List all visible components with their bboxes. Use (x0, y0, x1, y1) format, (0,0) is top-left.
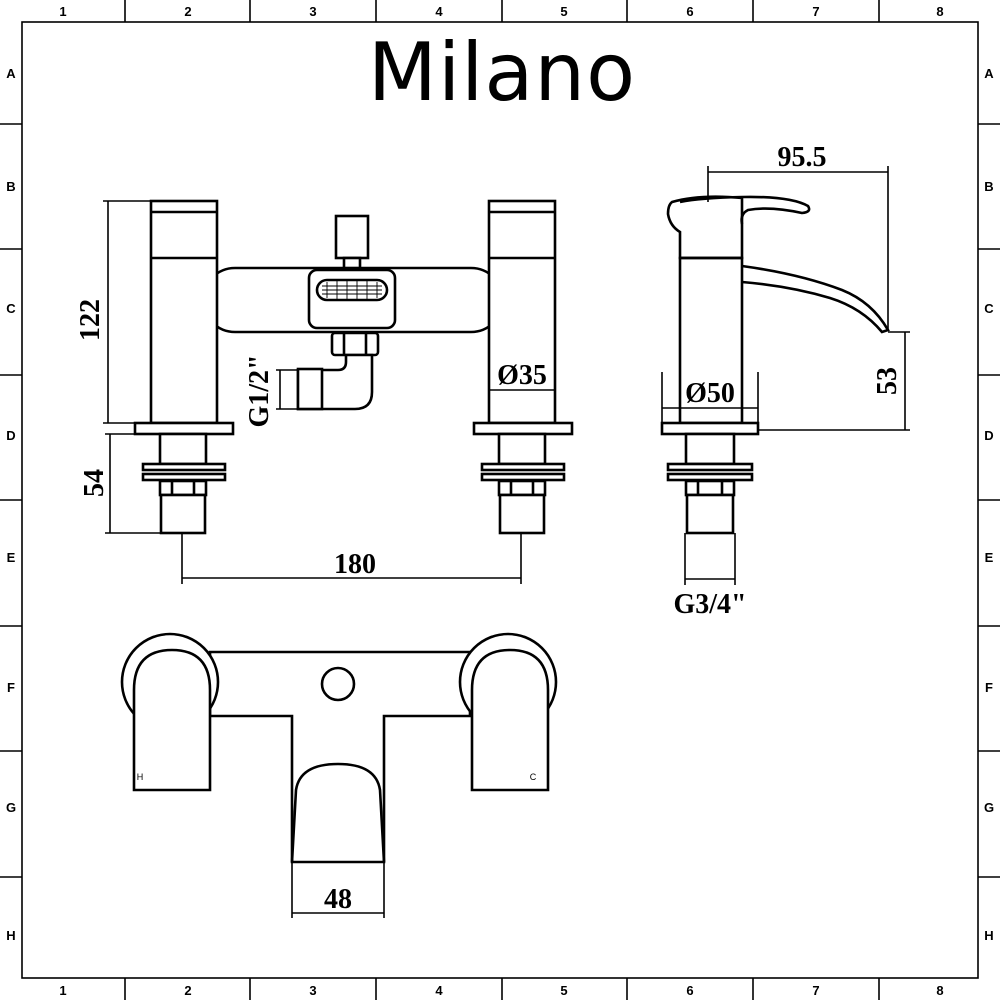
row-label-c-right: C (984, 301, 994, 316)
row-labels-left: A B C D E F G H (6, 66, 16, 943)
row-label-b-right: B (984, 179, 993, 194)
front-elevation-view (133, 199, 574, 535)
col-label-2-bottom: 2 (184, 983, 191, 998)
dim-inlet-thread: G1/2" (244, 354, 275, 427)
side-elevation-view (660, 195, 890, 535)
col-label-3-bottom: 3 (309, 983, 316, 998)
dim-spout-width: 48 (324, 884, 352, 915)
col-label-8-bottom: 8 (936, 983, 943, 998)
dim-base-diameter: Ø50 (685, 378, 735, 409)
front-dimensions: 122 54 180 G1/2" Ø35 (75, 200, 555, 584)
side-handle (666, 195, 744, 260)
row-label-h-right: H (984, 928, 993, 943)
side-tail (685, 493, 735, 535)
right-pillar (487, 199, 557, 425)
row-label-a-right: A (984, 66, 994, 81)
row-label-d-right: D (984, 428, 993, 443)
left-tail (159, 493, 207, 535)
row-labels-right: A B C D E F G H (984, 66, 994, 943)
row-label-g-right: G (984, 800, 994, 815)
row-label-b: B (6, 179, 15, 194)
cold-mark: C (530, 772, 537, 782)
plan-hot-handle (132, 648, 212, 792)
dim-overall-height: 122 (75, 299, 106, 341)
aerator-mesh (315, 278, 389, 302)
col-label-5: 5 (560, 4, 567, 19)
column-labels-top: 1 2 3 4 5 6 7 8 (59, 4, 943, 19)
right-base-flange (472, 421, 574, 436)
col-label-4: 4 (435, 4, 443, 19)
column-labels-bottom: 1 2 3 4 5 6 7 8 (59, 983, 943, 998)
plan-dimensions: 48 (291, 862, 385, 918)
row-label-d: D (6, 428, 15, 443)
col-label-2: 2 (184, 4, 191, 19)
col-label-4-bottom: 4 (435, 983, 443, 998)
row-label-f: F (7, 680, 15, 695)
hot-mark: H (137, 772, 144, 782)
col-label-8: 8 (936, 4, 943, 19)
row-label-h: H (6, 928, 15, 943)
col-label-7-bottom: 7 (812, 983, 819, 998)
left-pillar (149, 199, 219, 425)
dim-body-diameter: Ø35 (497, 360, 547, 391)
side-dimensions: 95.5 53 Ø50 G3/4" (661, 142, 910, 620)
row-label-g: G (6, 800, 16, 815)
row-label-e: E (7, 550, 16, 565)
plan-view: H C (120, 632, 558, 864)
plan-spout-mouth (290, 762, 386, 863)
shower-outlet-nut (330, 331, 380, 357)
brand-title: Milano (368, 26, 636, 119)
dim-tail-thread: G3/4" (673, 589, 746, 620)
row-label-e-right: E (985, 550, 994, 565)
col-label-6: 6 (686, 4, 693, 19)
col-label-6-bottom: 6 (686, 983, 693, 998)
row-label-f-right: F (985, 680, 993, 695)
diverter-knob (334, 214, 370, 260)
dim-centres: 180 (334, 549, 376, 580)
side-base-flange (660, 421, 760, 436)
col-label-1: 1 (59, 4, 66, 19)
row-label-a: A (6, 66, 16, 81)
col-label-5-bottom: 5 (560, 983, 567, 998)
left-base-flange (133, 421, 235, 436)
col-label-3: 3 (309, 4, 316, 19)
plan-diverter (320, 666, 356, 702)
right-tail (498, 493, 546, 535)
dim-spout-height: 53 (872, 367, 903, 395)
col-label-1-bottom: 1 (59, 983, 66, 998)
plan-cold-handle (470, 648, 550, 792)
col-label-7: 7 (812, 4, 819, 19)
row-label-c: C (6, 301, 16, 316)
dim-base-height: 54 (79, 469, 110, 497)
dim-spout-reach: 95.5 (778, 142, 827, 173)
